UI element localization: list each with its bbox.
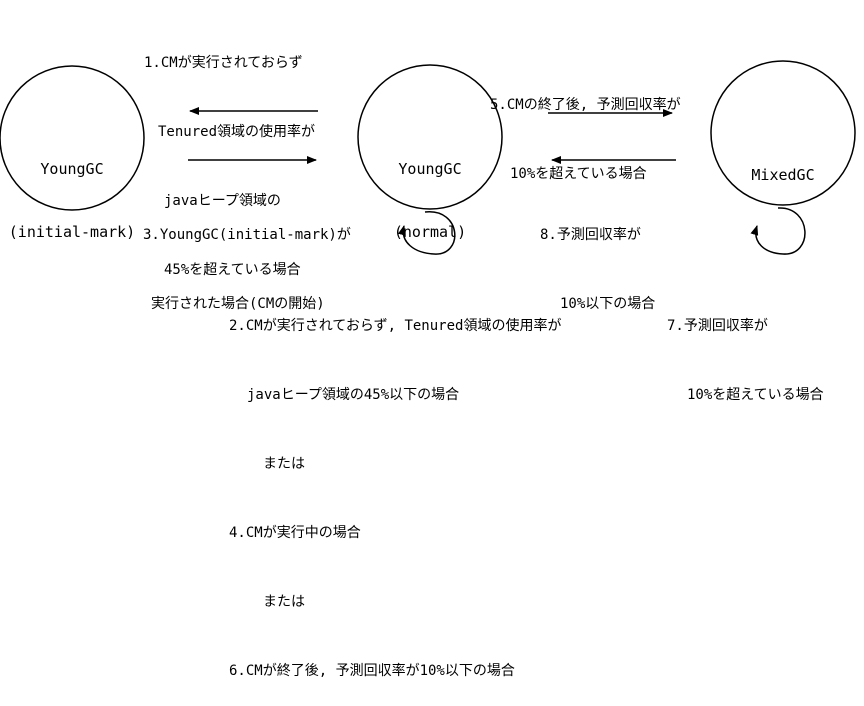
self-loop-mixed (750, 207, 806, 255)
state-mixed-label: MixedGC (713, 123, 853, 207)
transition-2-4-6-label: 2.CMが実行されておらず, Tenured領域の使用率が javaヒープ領域の… (229, 269, 561, 706)
t7-line1: 7.予測回収率が (667, 318, 768, 334)
state-young-normal (357, 64, 503, 210)
state-young-normal-line2: (normal) (393, 223, 467, 241)
t4-line1: 4.CMが実行中の場合 (229, 525, 361, 541)
transition-1-label: 1.CMが実行されておらず Tenured領域の使用率が javaヒープ領域の … (144, 6, 315, 305)
t1-line3: javaヒープ領域の (164, 193, 281, 209)
t8-line1: 8.予測回収率が (540, 227, 641, 243)
transition-5-label: 5.CMの終了後, 予測回収率が 10%を超えている場合 (490, 48, 681, 209)
state-young-initial-line2: (initial-mark) (8, 223, 136, 241)
state-young-normal-label: YoungGC (normal) (360, 117, 500, 264)
state-young-normal-line1: YoungGC (398, 160, 462, 178)
transition-8-label: 8.予測回収率が 10%以下の場合 (540, 178, 655, 339)
t8-line2: 10%以下の場合 (560, 296, 656, 312)
t3-line2: 実行された場合(CMの開始) (151, 296, 325, 312)
self-loop-young-normal (397, 211, 456, 255)
state-mixed (710, 60, 856, 206)
t2-line3: または (263, 456, 305, 472)
t2-line1: 2.CMが実行されておらず, Tenured領域の使用率が (229, 318, 562, 334)
t5-line2: 10%を超えている場合 (510, 166, 647, 182)
state-young-initial-label: YoungGC (initial-mark) (2, 117, 142, 264)
t2-line2: javaヒープ領域の45%以下の場合 (247, 387, 460, 403)
state-mixed-line1: MixedGC (751, 166, 815, 184)
state-young-initial (0, 65, 145, 211)
transition-3-label: 3.YoungGC(initial-mark)が 実行された場合(CMの開始) (143, 178, 351, 339)
t6-line1: 6.CMが終了後, 予測回収率が10%以下の場合 (229, 663, 515, 679)
t1-line2: Tenured領域の使用率が (158, 124, 316, 140)
t7-line2: 10%を超えている場合 (687, 387, 824, 403)
t1-line1: 1.CMが実行されておらず (144, 55, 303, 71)
transition-7-label: 7.予測回収率が 10%を超えている場合 (667, 269, 824, 430)
t3-line1: 3.YoungGC(initial-mark)が (143, 227, 351, 243)
state-diagram (0, 60, 856, 255)
t2-line5: または (263, 594, 305, 610)
t1-line4: 45%を超えている場合 (164, 262, 301, 278)
state-young-initial-line1: YoungGC (40, 160, 104, 178)
t5-line1: 5.CMの終了後, 予測回収率が (490, 97, 681, 113)
